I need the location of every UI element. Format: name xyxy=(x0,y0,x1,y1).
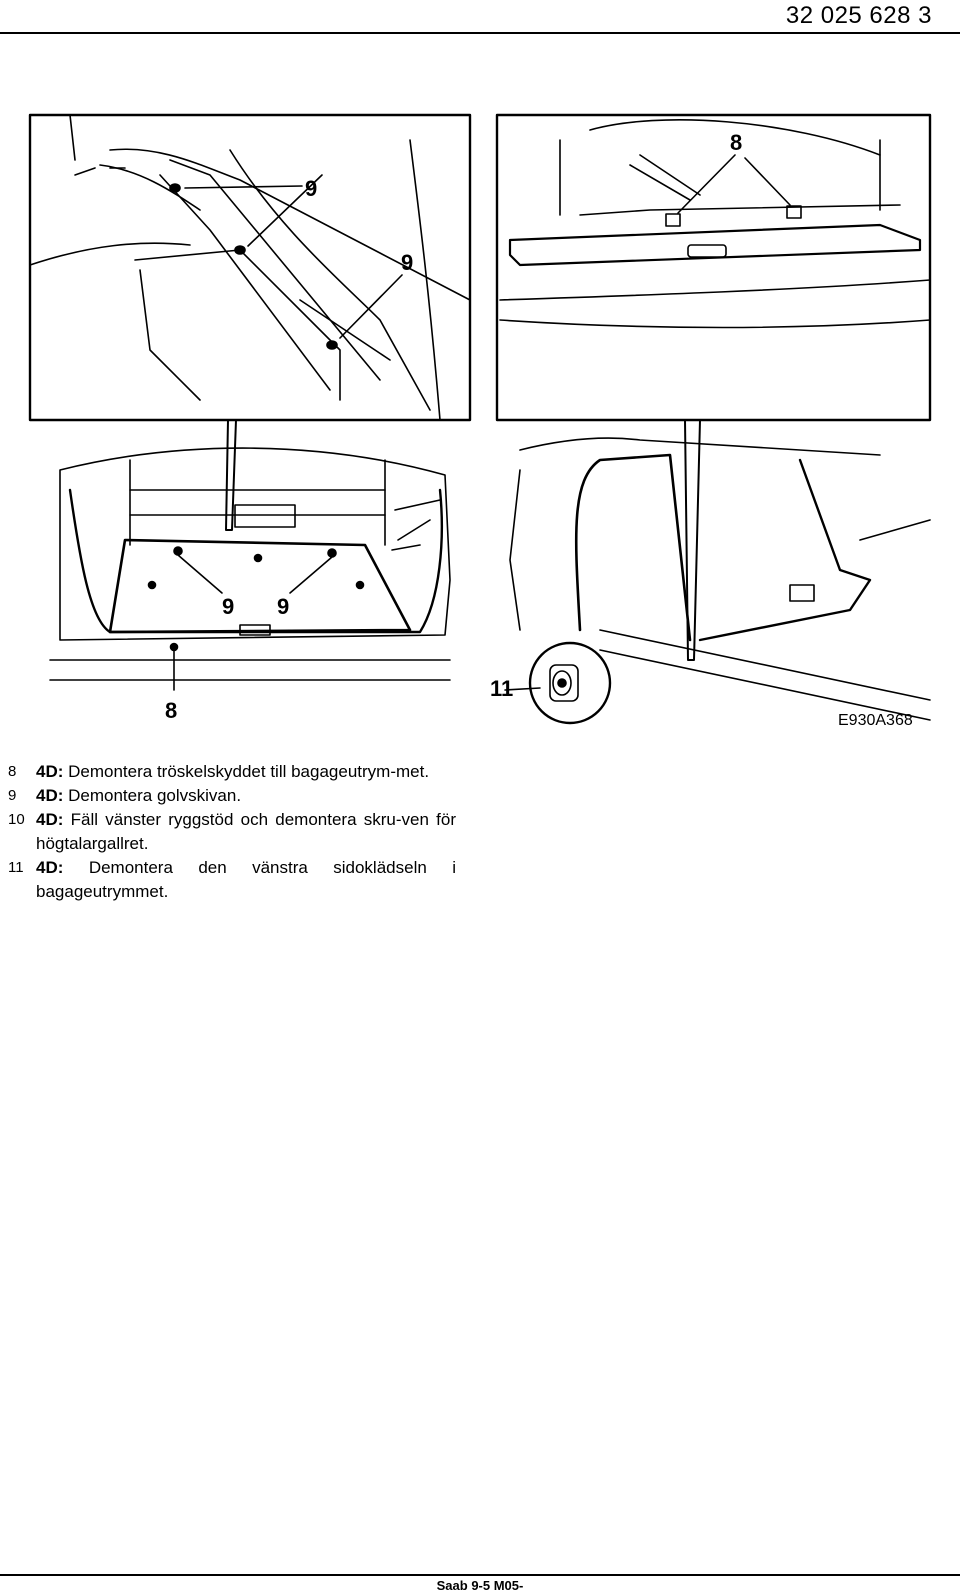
step-text: Fäll vänster ryggstöd och demontera skru… xyxy=(36,810,456,853)
step-number: 8 xyxy=(8,763,17,780)
step-model-tag: 4D: xyxy=(36,810,64,829)
label-9-bottom-b: 9 xyxy=(277,594,290,619)
label-9-top-left-b: 9 xyxy=(401,250,414,275)
header-rule xyxy=(0,32,960,34)
label-9-bottom-a: 9 xyxy=(222,594,235,619)
trunk-illustration: 9 9 8 9 9 8 11 E930A368 xyxy=(0,0,960,750)
step-number: 9 xyxy=(8,787,17,804)
step-model-tag: 4D: xyxy=(36,786,64,805)
label-11-bottom-right: 11 xyxy=(490,676,514,701)
step-number: 11 xyxy=(8,859,24,876)
step-number: 10 xyxy=(8,811,25,828)
step-item: 9 4D: Demontera golvskivan. xyxy=(8,784,456,808)
footer-model: Saab 9-5 M05- xyxy=(436,1578,524,1593)
step-item: 10 4D: Fäll vänster ryggstöd och demonte… xyxy=(8,808,456,856)
label-8-bottom: 8 xyxy=(165,698,178,723)
instruction-steps: 8 4D: Demontera tröskelskyddet till baga… xyxy=(8,760,456,904)
inset-frame-right xyxy=(495,113,932,422)
label-8-top-right: 8 xyxy=(730,130,743,155)
page-number: 32 025 628 3 xyxy=(785,2,932,29)
step-text: Demontera tröskelskyddet till bagageutry… xyxy=(63,762,430,781)
step-text: Demontera den vänstra sidoklädseln i bag… xyxy=(36,858,456,901)
step-model-tag: 4D: xyxy=(36,858,64,877)
clip-magnifier xyxy=(528,641,612,725)
label-9-top-left-a: 9 xyxy=(305,176,318,201)
step-model-tag: 4D: xyxy=(36,762,64,781)
step-text: Demontera golvskivan. xyxy=(63,786,242,805)
step-item: 8 4D: Demontera tröskelskyddet till baga… xyxy=(8,760,456,784)
inset-frame-left xyxy=(28,113,472,422)
trunk-drawing xyxy=(28,113,932,725)
figure-code: E930A368 xyxy=(838,712,913,729)
step-item: 11 4D: Demontera den vänstra sidoklädsel… xyxy=(8,856,456,904)
footer-rule xyxy=(0,1574,960,1576)
